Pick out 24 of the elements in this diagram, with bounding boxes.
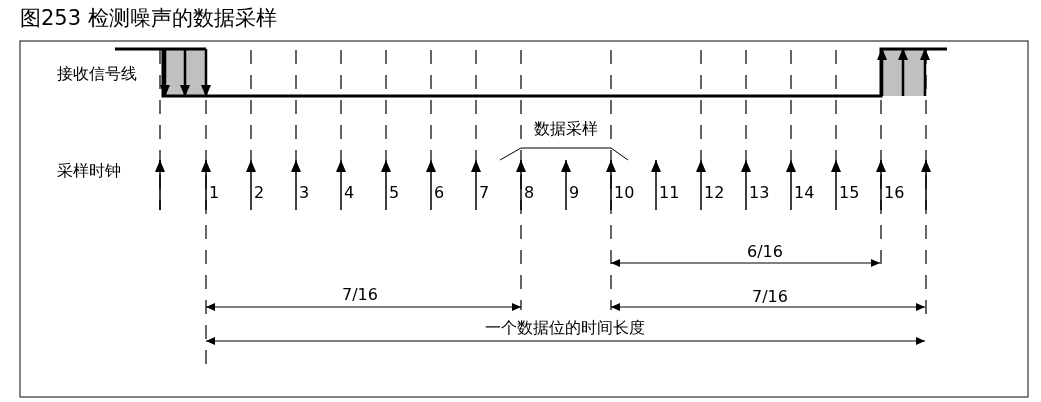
tick-number: 13 [749, 185, 770, 201]
tick-number: 5 [389, 185, 400, 201]
dimension-label: 7/16 [342, 287, 378, 303]
tick-number: 16 [884, 185, 905, 201]
dimension-label: 6/16 [747, 244, 783, 260]
tick-number: 2 [254, 185, 265, 201]
tick-number: 6 [434, 185, 445, 201]
tick-number: 11 [659, 185, 680, 201]
tick-number: 1 [209, 185, 220, 201]
dimension-label: 一个数据位的时间长度 [485, 320, 645, 336]
tick-number: 4 [344, 185, 355, 201]
tick-number: 3 [299, 185, 310, 201]
tick-number: 14 [794, 185, 815, 201]
figure-title: 图253 检测噪声的数据采样 [20, 8, 277, 29]
tick-number: 7 [479, 185, 490, 201]
tick-number: 12 [704, 185, 725, 201]
tick-number: 15 [839, 185, 860, 201]
clock-label: 采样时钟 [57, 163, 121, 179]
bracket-label: 数据采样 [534, 121, 598, 137]
tick-number: 8 [524, 185, 535, 201]
signal-line-label: 接收信号线 [57, 66, 137, 82]
dimension-label: 7/16 [752, 289, 788, 305]
tick-number: 10 [614, 185, 635, 201]
tick-number: 9 [569, 185, 580, 201]
